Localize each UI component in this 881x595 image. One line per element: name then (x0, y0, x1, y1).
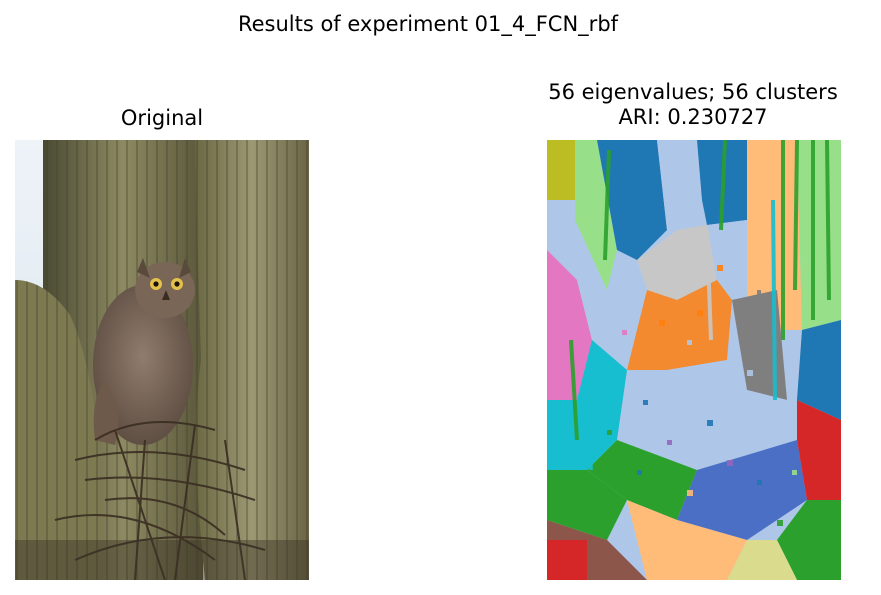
original-title-line: Original (120, 106, 204, 130)
segmentation-title-line-1: 56 eigenvalues; 56 clusters (548, 80, 838, 104)
original-owl-image (15, 140, 309, 580)
owl-photo-illustration (15, 140, 309, 580)
cluster-label-map (547, 140, 841, 580)
segmentation-cluster-map (547, 140, 841, 580)
figure-suptitle: Results of experiment 01_4_FCN_rbf (237, 12, 619, 36)
segmentation-title-line-2: ARI: 0.230727 (618, 105, 768, 129)
segmentation-panel-title: 56 eigenvalues; 56 clusters ARI: 0.23072… (493, 80, 881, 130)
original-panel-title: Original (15, 106, 309, 131)
